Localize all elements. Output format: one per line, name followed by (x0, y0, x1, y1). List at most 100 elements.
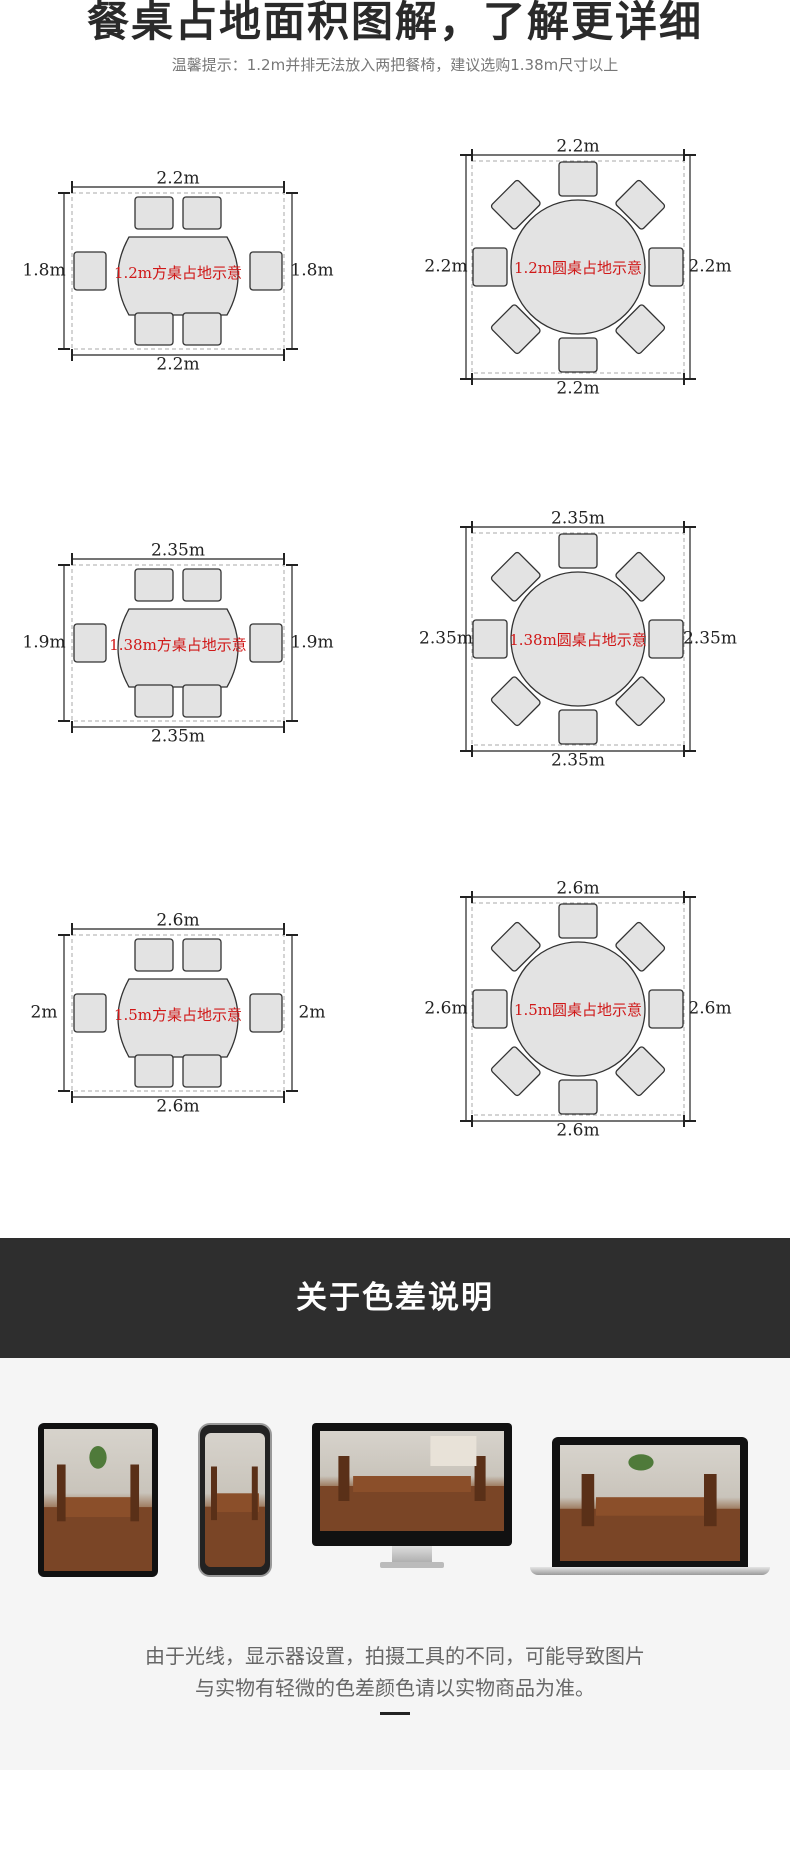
dimension-label-bottom: 2.35m (151, 727, 205, 747)
chair (490, 551, 541, 602)
tablet-device (38, 1423, 158, 1577)
chair (558, 903, 598, 939)
chair (73, 251, 107, 291)
chair (134, 1054, 174, 1088)
chair (249, 251, 283, 291)
chair (615, 921, 666, 972)
round-table-top (510, 941, 646, 1077)
color-difference-notice: 由于光线，显示器设置，拍摄工具的不同，可能导致图片 与实物有轻微的色差颜色请以实… (0, 1640, 790, 1704)
table-label: 1.38m圆桌占地示意 (509, 631, 647, 649)
monitor-screen-image (320, 1431, 504, 1531)
table-label: 1.2m方桌占地示意 (114, 264, 242, 282)
dimension-label-left: 2.6m (424, 999, 467, 1019)
chair (73, 623, 107, 663)
chair (134, 196, 174, 230)
chair (648, 247, 684, 287)
rect-table-top (117, 978, 239, 1058)
dimension-label-right: 2.2m (688, 257, 731, 277)
chair (134, 568, 174, 602)
dimension-label-left: 2m (31, 1003, 58, 1023)
page-title: 餐桌占地面积图解，了解更详细 (86, 0, 703, 46)
chair (558, 337, 598, 373)
footprint-dashed-area (71, 564, 285, 722)
chair (615, 1046, 666, 1097)
table-label: 1.38m方桌占地示意 (109, 636, 247, 654)
chair (558, 1079, 598, 1115)
dimension-label-left: 2.2m (424, 257, 467, 277)
laptop-base (530, 1567, 770, 1575)
chair (490, 921, 541, 972)
rect-table-top (117, 236, 239, 316)
chair (134, 312, 174, 346)
dimension-label-top: 2.2m (156, 169, 199, 189)
color-difference-title: 关于色差说明 (0, 1238, 790, 1358)
divider-dash (380, 1712, 410, 1715)
chair (182, 1054, 222, 1088)
chair (648, 989, 684, 1029)
chair (558, 709, 598, 745)
dimension-label-right: 2m (299, 1003, 326, 1023)
chair (558, 533, 598, 569)
chair (134, 684, 174, 718)
dimension-label-right: 1.8m (290, 261, 333, 281)
dimension-label-left: 2.35m (419, 629, 473, 649)
chair (249, 993, 283, 1033)
chair (73, 993, 107, 1033)
chair (490, 304, 541, 355)
dimension-label-top: 2.6m (556, 879, 599, 899)
chair (615, 304, 666, 355)
warm-tip: 温馨提示：1.2m并排无法放入两把餐椅，建议选购1.38m尺寸以上 (171, 56, 619, 74)
chair (182, 568, 222, 602)
chair (249, 623, 283, 663)
dimension-label-right: 2.6m (688, 999, 731, 1019)
chair (615, 551, 666, 602)
dimension-label-top: 2.2m (556, 137, 599, 157)
dimension-label-right: 1.9m (290, 633, 333, 653)
dimension-label-top: 2.6m (156, 911, 199, 931)
chair (648, 619, 684, 659)
table-label: 1.2m圆桌占地示意 (514, 259, 642, 277)
phone-screen-image (205, 1433, 265, 1567)
dimension-label-bottom: 2.2m (156, 355, 199, 375)
chair (558, 161, 598, 197)
footprint-dashed-area (71, 934, 285, 1092)
chair (615, 676, 666, 727)
chair (472, 619, 508, 659)
table-footprint-diagrams: 2.2m 2.2m 1.8m 1.8m 1.2m方桌占地示意 2.2m 2.2m 2.2m 2.… (22, 137, 737, 1141)
chair (182, 938, 222, 972)
dimension-label-right: 2.35m (683, 629, 737, 649)
dimension-label-bottom: 2.35m (551, 751, 605, 771)
chair (182, 684, 222, 718)
rect-table-top (117, 608, 239, 688)
chair (134, 938, 174, 972)
notice-line-1: 由于光线，显示器设置，拍摄工具的不同，可能导致图片 (145, 1644, 645, 1668)
dimension-label-left: 1.9m (22, 633, 65, 653)
chair (490, 1046, 541, 1097)
footprint-dashed-area (71, 192, 285, 350)
chair (490, 676, 541, 727)
chair (490, 179, 541, 230)
chair (182, 312, 222, 346)
chair (615, 179, 666, 230)
monitor-device (312, 1423, 512, 1546)
dimension-label-bottom: 2.2m (556, 379, 599, 399)
dimension-label-bottom: 2.6m (156, 1097, 199, 1117)
chair (472, 989, 508, 1029)
monitor-base (380, 1562, 444, 1568)
tablet-screen-image (44, 1429, 152, 1571)
table-label: 1.5m圆桌占地示意 (514, 1001, 642, 1019)
phone-device (198, 1423, 272, 1577)
notice-line-2: 与实物有轻微的色差颜色请以实物商品为准。 (195, 1676, 595, 1700)
dimension-label-bottom: 2.6m (556, 1121, 599, 1141)
dimension-label-top: 2.35m (151, 541, 205, 561)
round-table-top (510, 199, 646, 335)
chair (182, 196, 222, 230)
dimension-label-top: 2.35m (551, 509, 605, 529)
dimension-label-left: 1.8m (22, 261, 65, 281)
laptop-device (552, 1437, 748, 1567)
chair (472, 247, 508, 287)
color-difference-panel (0, 1358, 790, 1770)
laptop-screen-image (560, 1445, 740, 1561)
table-label: 1.5m方桌占地示意 (114, 1006, 242, 1024)
round-table-top (510, 571, 646, 707)
